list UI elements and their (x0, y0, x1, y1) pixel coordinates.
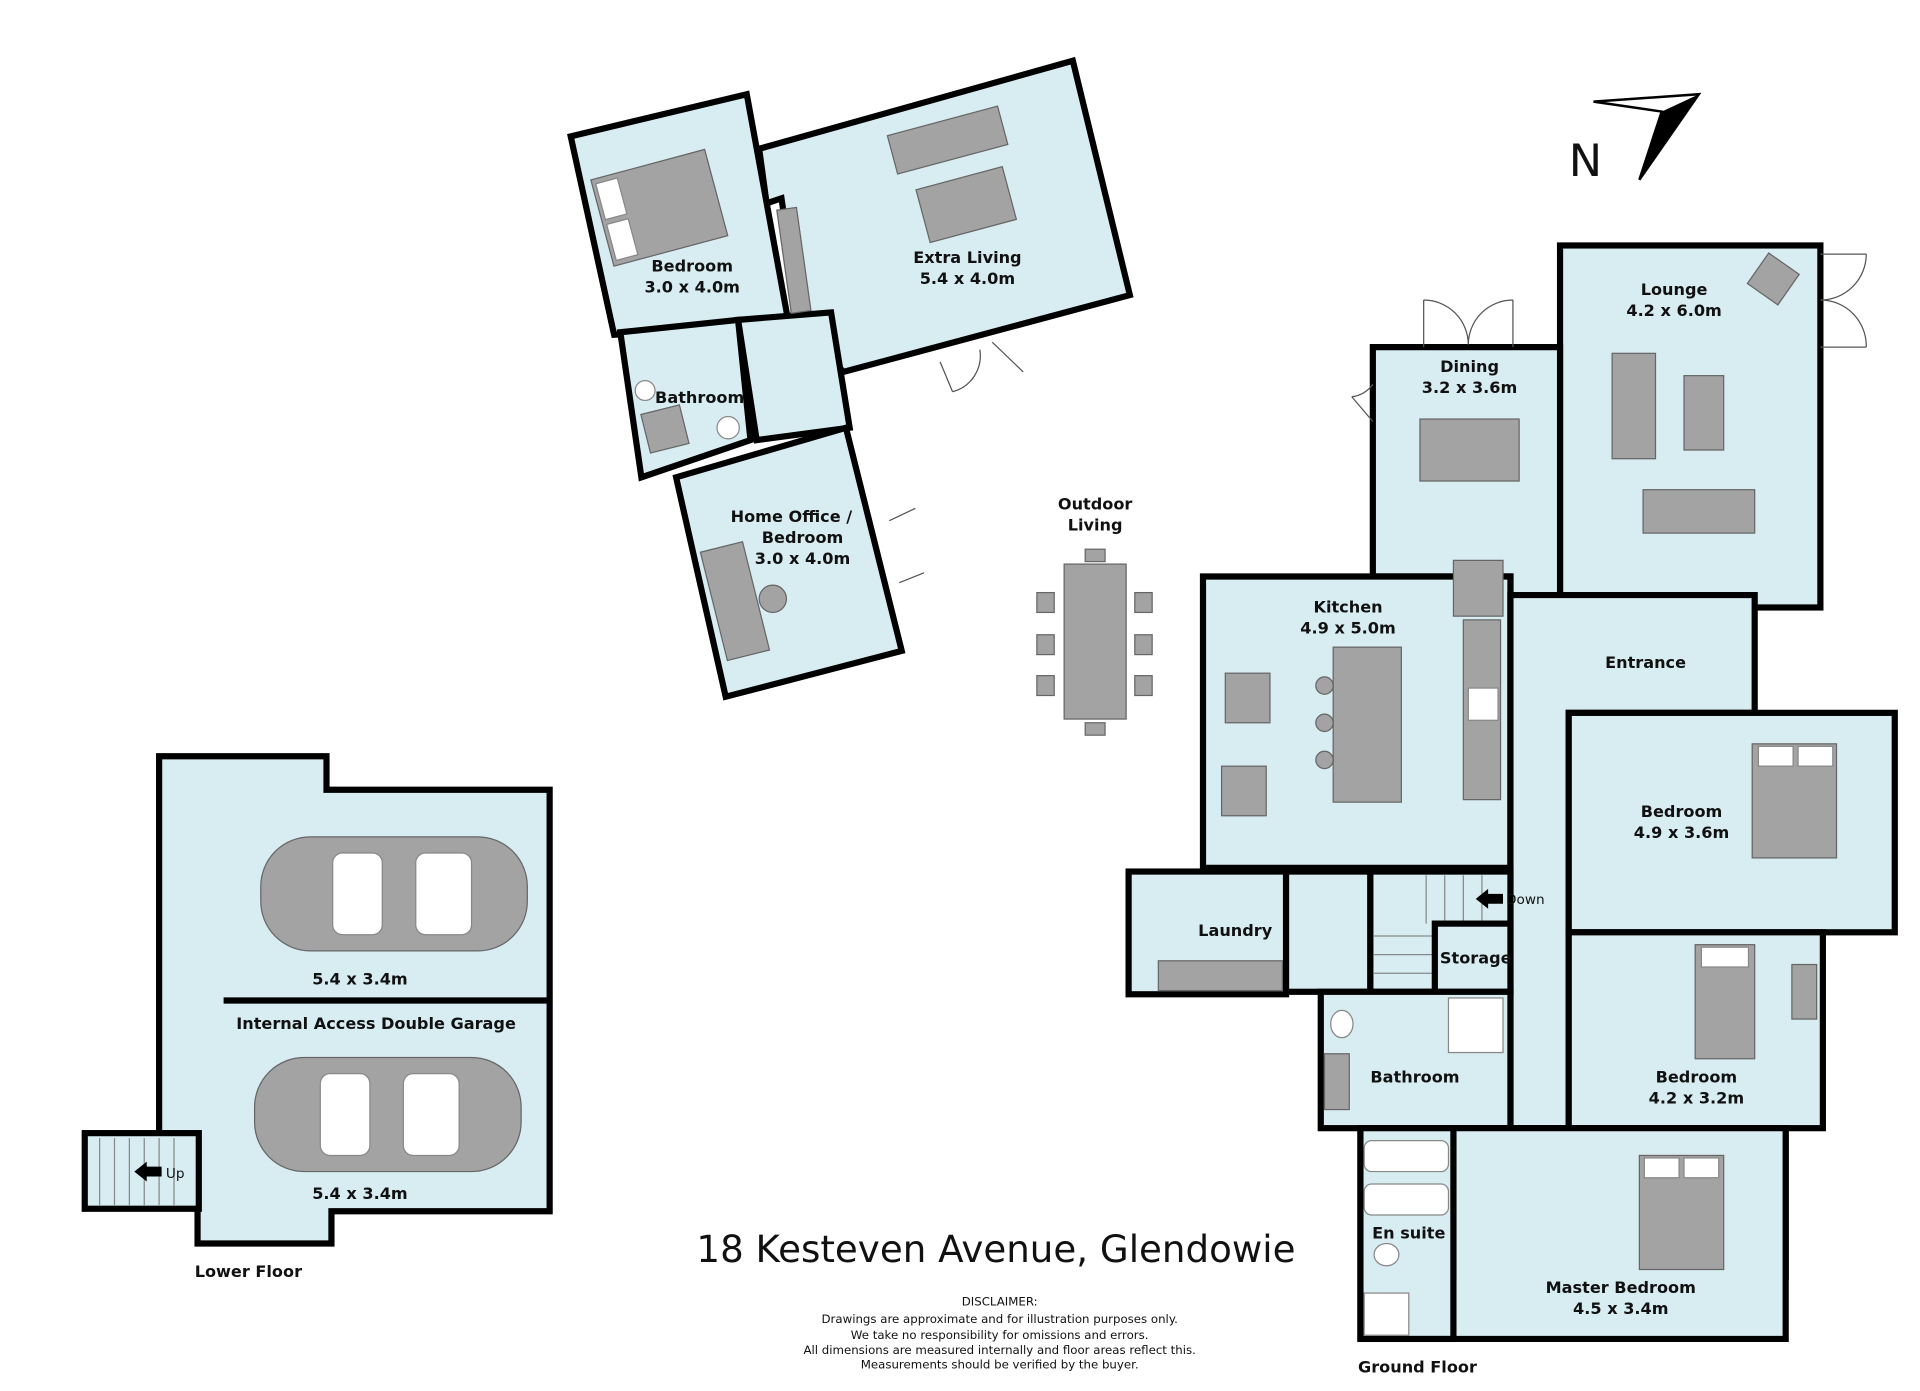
bathroom-name: Bathroom (1370, 1067, 1459, 1086)
garage-bay1-dims: 5.4 x 3.4m (312, 969, 407, 988)
laundry-bench (1157, 960, 1283, 992)
shower-icon (1447, 997, 1504, 1054)
sofa-icon (1611, 352, 1657, 460)
detached-bedroom-dims: 3.0 x 4.0m (644, 278, 739, 297)
bed-icon (1694, 944, 1756, 1060)
storage-name: Storage (1440, 948, 1512, 967)
french-doors (1820, 253, 1867, 348)
garage-name: Internal Access Double Garage (236, 1014, 516, 1033)
master-bedroom-dims: 4.5 x 3.4m (1573, 1299, 1668, 1318)
french-doors (1423, 299, 1514, 348)
detached-bedroom-name: Bedroom (651, 257, 733, 276)
stool-icon (1315, 750, 1334, 770)
desk-icon (1791, 963, 1818, 1020)
lounge-dims: 4.2 x 6.0m (1626, 301, 1721, 320)
chair-icon (758, 584, 788, 614)
arrow-down-icon (1475, 888, 1504, 909)
outdoor-table (1063, 563, 1127, 720)
toilet-icon (1330, 1009, 1354, 1039)
kitchen-island (1332, 646, 1402, 803)
detached-hallway (734, 309, 854, 444)
ground-floor-label: Ground Floor (1358, 1357, 1477, 1376)
shower-icon (640, 404, 690, 454)
sofa-icon (886, 105, 1009, 175)
bedroom-b-dims: 4.2 x 3.2m (1649, 1088, 1744, 1107)
coffee-table (1683, 375, 1725, 451)
disclaimer-heading: DISCLAIMER: (962, 1294, 1038, 1308)
desk-icon (699, 540, 771, 662)
dining-name: Dining (1440, 357, 1499, 376)
kitchen-dims: 4.9 x 5.0m (1300, 619, 1395, 638)
garage-bay2-dims: 5.4 x 3.4m (312, 1184, 407, 1203)
armchair-icon (1224, 672, 1271, 724)
cabinet (776, 206, 812, 314)
cupboard-room (1282, 868, 1374, 995)
entrance-name: Entrance (1605, 653, 1686, 672)
bedroom-a-room (1565, 709, 1898, 936)
armchair-icon (1746, 252, 1801, 306)
dining-table (1419, 418, 1520, 482)
stairs-down-label: Down (1506, 892, 1545, 908)
home-office-dims: 3.0 x 4.0m (755, 549, 850, 568)
shower-icon (1363, 1292, 1410, 1336)
armchair-icon (1220, 765, 1267, 817)
stairs-up-label: Up (166, 1166, 185, 1182)
home-office-name1: Home Office / (731, 507, 853, 526)
french-doors (889, 507, 925, 584)
disclaimer-line: Drawings are approximate and for illustr… (821, 1312, 1177, 1326)
car-icon (253, 1056, 522, 1173)
extra-living-name: Extra Living (913, 248, 1021, 267)
kitchen-name: Kitchen (1313, 597, 1382, 616)
ensuite-name: En suite (1372, 1224, 1445, 1243)
sofa-icon (1642, 489, 1756, 534)
lower-floor-label: Lower Floor (195, 1262, 302, 1281)
dining-dims: 3.2 x 3.6m (1422, 378, 1517, 397)
property-address-title: 18 Kesteven Avenue, Glendowie (696, 1227, 1295, 1271)
disclaimer-line: We take no responsibility for omissions … (851, 1328, 1149, 1342)
lounge-name: Lounge (1641, 280, 1708, 299)
lower-floor: Up 5.4 x 3.4m Internal Access Double Gar… (81, 753, 553, 1281)
outdoor-living-name2: Living (1068, 516, 1123, 535)
north-arrow: N (1569, 92, 1702, 187)
ground-floor: Dining 3.2 x 3.6m Lounge 4.2 x 6.0m Kitc… (1125, 242, 1898, 1376)
master-bedroom-name: Master Bedroom (1546, 1278, 1696, 1297)
extra-living-dims: 5.4 x 4.0m (920, 269, 1015, 288)
french-doors (939, 341, 1024, 393)
disclaimer-line: Measurements should be verified by the b… (861, 1358, 1139, 1372)
outdoor-living-name1: Outdoor (1058, 495, 1133, 514)
car-icon (260, 836, 528, 952)
coffee-table (915, 165, 1018, 244)
stair-treads (1374, 875, 1483, 974)
detached-unit: Bedroom 3.0 x 4.0m Extra Living 5.4 x 4.… (567, 56, 1134, 701)
sink-icon (634, 379, 656, 402)
home-office-name2: Bedroom (762, 528, 844, 547)
toilet-icon (1373, 1242, 1400, 1267)
fridge-icon (1452, 559, 1504, 617)
laundry-name: Laundry (1198, 921, 1273, 940)
disclaimer-line: All dimensions are measured internally a… (803, 1343, 1195, 1357)
north-arrow-fill (1639, 94, 1699, 180)
stool-icon (1315, 713, 1334, 733)
bedroom-b-name: Bedroom (1656, 1067, 1738, 1086)
bathtub-icon (1363, 1183, 1450, 1216)
door-swing (1351, 383, 1374, 422)
vanity-icon (1323, 1053, 1350, 1111)
detached-bathroom-name: Bathroom (655, 388, 744, 407)
bathtub-icon (1363, 1139, 1450, 1173)
cooktop-icon (1467, 687, 1499, 721)
north-label: N (1569, 135, 1602, 187)
outdoor-living: Outdoor Living (1036, 495, 1153, 736)
bed-icon (1751, 743, 1838, 859)
chair-icon (1036, 548, 1153, 736)
bed-icon (590, 148, 729, 267)
bed-icon (1638, 1154, 1725, 1271)
bedroom-a-dims: 4.9 x 3.6m (1634, 823, 1729, 842)
bedroom-a-name: Bedroom (1641, 802, 1723, 821)
toilet-icon (716, 415, 740, 440)
stool-icon (1315, 676, 1334, 695)
